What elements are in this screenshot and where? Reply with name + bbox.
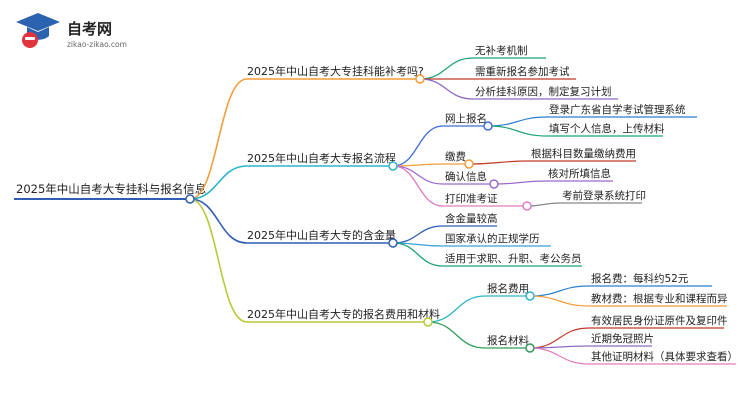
collapse-knob[interactable] [415, 74, 425, 84]
leaf-label: 考前登录系统打印 [562, 189, 646, 202]
leaf-connector [493, 180, 547, 185]
subnode-connector [392, 125, 444, 167]
leaf-connector [529, 285, 590, 297]
subnode-label: 适用于求职、升职、考公务员 [445, 252, 582, 265]
leaf-label: 报名费：每科约52元 [591, 272, 689, 285]
collapse-knob[interactable] [525, 291, 535, 301]
collapse-knob[interactable] [483, 121, 493, 131]
branch-node-label: 2025年中山自考大专的含金量 [247, 228, 396, 242]
collapse-knob[interactable] [423, 317, 433, 327]
collapse-knob[interactable] [522, 201, 532, 211]
branch-connector [189, 198, 248, 323]
branch-connector [189, 198, 248, 244]
subnode-label: 网上报名 [445, 112, 487, 125]
subnode-connector [392, 165, 444, 185]
branch-connector [189, 165, 248, 200]
branch-node-label: 2025年中山自考大专挂科能补考吗? [247, 64, 424, 78]
subnode-connector [392, 242, 444, 267]
logo-title: 自考网 [67, 20, 112, 38]
logo-url: zikao-zikao.com [67, 40, 127, 49]
collapse-knob[interactable] [464, 159, 474, 169]
subnode-label: 报名材料 [487, 334, 529, 347]
leaf-label: 登录广东省自学考试管理系统 [549, 103, 686, 116]
branch-node-label: 2025年中山自考大专报名流程 [247, 151, 396, 165]
subnode-connector [392, 165, 444, 207]
leaf-connector [529, 347, 590, 365]
leaf-connector [526, 202, 561, 207]
subnode-label: 国家承认的正规学历 [445, 232, 540, 245]
leaf-label: 有效居民身份证原件及复印件 [591, 314, 728, 327]
subnode-connector [419, 57, 474, 80]
subnode-connector [427, 321, 486, 349]
root-node-label: 2025年中山自考大专挂科与报名信息 [16, 182, 206, 196]
subnode-label: 需重新报名参加考试 [475, 65, 570, 78]
subnode-label: 无补考机制 [475, 44, 528, 57]
leaf-label: 其他证明材料（具体要求查看） [591, 350, 738, 363]
collapse-knob[interactable] [489, 179, 499, 189]
pen-stroke-icon [25, 37, 35, 40]
subnode-label: 含金量较高 [445, 212, 498, 225]
leaf-connector [487, 125, 548, 137]
branch-node-label: 2025年中山自考大专的报名费用和材料 [247, 307, 440, 321]
branch-connector [189, 78, 248, 200]
subnode-connector [392, 225, 444, 244]
collapse-knob[interactable] [388, 238, 398, 248]
collapse-knob[interactable] [185, 194, 195, 204]
leaf-label: 根据科目数量缴纳费用 [531, 147, 636, 160]
subnode-connector [427, 295, 486, 323]
leaf-connector [487, 116, 548, 127]
collapse-knob[interactable] [525, 343, 535, 353]
graduation-cap-icon [16, 13, 60, 31]
collapse-knob[interactable] [388, 161, 398, 171]
logo[interactable]: 自考网 zikao-zikao.com [16, 13, 127, 49]
subnode-label: 确认信息 [445, 170, 487, 183]
subnode-connector [419, 78, 474, 100]
leaf-label: 教材费：根据专业和课程而异 [591, 292, 728, 305]
leaf-connector [468, 160, 530, 165]
leaf-label: 近期免冠照片 [591, 332, 654, 345]
subnode-label: 报名费用 [487, 282, 529, 295]
leaf-connector [529, 327, 590, 349]
subnode-label: 分析挂科原因，制定复习计划 [475, 85, 612, 98]
leaf-connector [529, 295, 590, 307]
subnode-label: 缴费 [445, 150, 466, 163]
leaf-label: 填写个人信息，上传材料 [549, 122, 665, 135]
leaf-label: 核对所填信息 [548, 167, 611, 180]
subnode-label: 打印准考证 [445, 192, 498, 205]
